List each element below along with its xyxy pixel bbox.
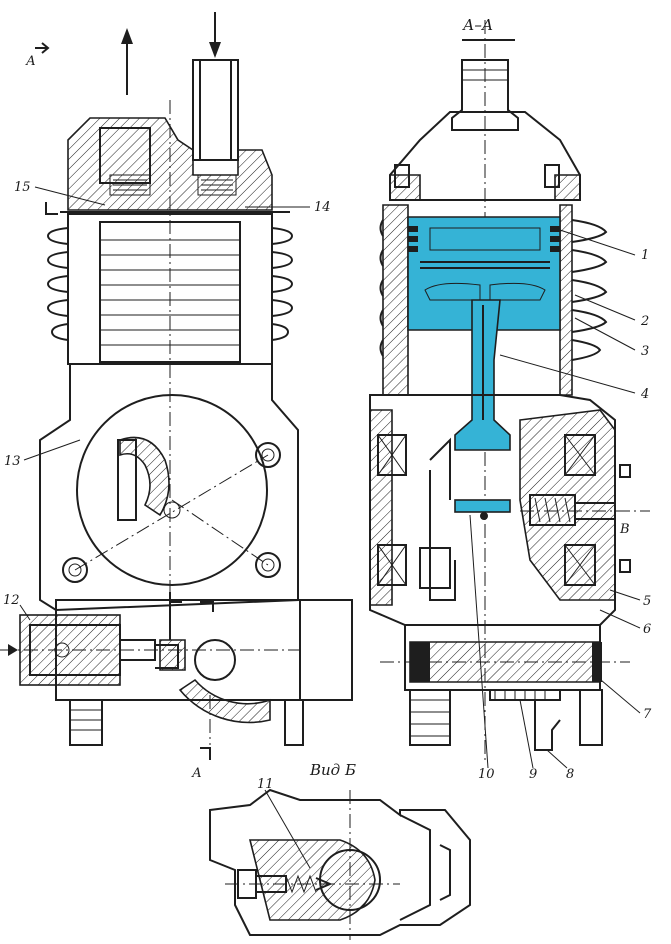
crankshaft-end <box>194 639 236 681</box>
section-mark-bottom: А <box>192 766 202 781</box>
discharge-valve-spring <box>109 174 151 196</box>
part-label-13: 13 <box>4 454 21 469</box>
cooling-fins-right <box>271 227 294 341</box>
detail-outline <box>209 788 471 936</box>
cylinder-wall-right <box>559 204 573 396</box>
drive-lever-8 <box>534 700 561 751</box>
section-crankcase <box>369 394 616 626</box>
part-label-8: 8 <box>566 767 575 782</box>
outlet-arrow <box>121 28 133 95</box>
part-label-5: 5 <box>643 594 652 609</box>
intake-valve-spring <box>197 174 237 196</box>
part-label-14: 14 <box>314 200 331 215</box>
main-bearing-right <box>564 434 596 586</box>
part-label-3: 3 <box>641 344 650 359</box>
part-label-2: 2 <box>641 314 650 329</box>
drive-pulley-sector <box>178 678 271 724</box>
section-stud-right <box>579 689 603 746</box>
connecting-rod-side <box>117 439 137 521</box>
left-view <box>0 12 353 760</box>
piston-pin <box>420 261 550 269</box>
section-arrow-top <box>35 42 50 54</box>
part-label-6: 6 <box>643 622 652 637</box>
piston-rings <box>408 226 560 252</box>
unloader-inlet-arrow <box>8 644 18 656</box>
section-title: А–А <box>463 16 494 34</box>
view-b-marker <box>169 592 214 612</box>
inlet-pipe <box>192 59 239 161</box>
view-title: Вид Б <box>310 761 356 779</box>
part-label-7: 7 <box>643 707 652 722</box>
relief-valve <box>520 494 650 526</box>
crankcase <box>39 363 299 612</box>
part-label-15: 15 <box>14 180 31 195</box>
section-stud-left <box>409 689 451 746</box>
part-label-11: 11 <box>257 777 274 792</box>
part-label-12: 12 <box>3 593 20 608</box>
cylinder-head <box>67 117 273 211</box>
part-label-4: 4 <box>641 387 650 402</box>
section-arrow-bottom <box>200 747 211 760</box>
cooling-fins-left <box>46 227 69 341</box>
mounting-stud-left <box>69 699 103 746</box>
piston-crown-detail <box>429 227 541 251</box>
part-label-1: 1 <box>641 248 650 263</box>
crank-counterweight <box>119 436 170 517</box>
part-label-10: 10 <box>478 767 495 782</box>
corner-marker <box>45 202 58 215</box>
part-label-9: 9 <box>529 767 538 782</box>
cylinder-wall-left <box>382 204 409 396</box>
section-fins-right <box>571 219 608 361</box>
main-bearing-left <box>377 434 407 586</box>
section-fins-left <box>379 219 384 357</box>
view-b-detail <box>209 788 471 940</box>
inlet-arrow <box>209 12 221 58</box>
crankcase-cover <box>76 394 268 586</box>
cover-bolts <box>62 442 281 583</box>
outlet-port <box>99 127 151 184</box>
view-mark-v: В <box>620 522 630 537</box>
mounting-stud-right <box>284 699 304 746</box>
section-view <box>369 20 650 769</box>
section-mark-top: А <box>26 54 36 69</box>
piston <box>407 216 561 331</box>
crank-web <box>429 437 456 601</box>
rod-cap <box>454 499 511 513</box>
